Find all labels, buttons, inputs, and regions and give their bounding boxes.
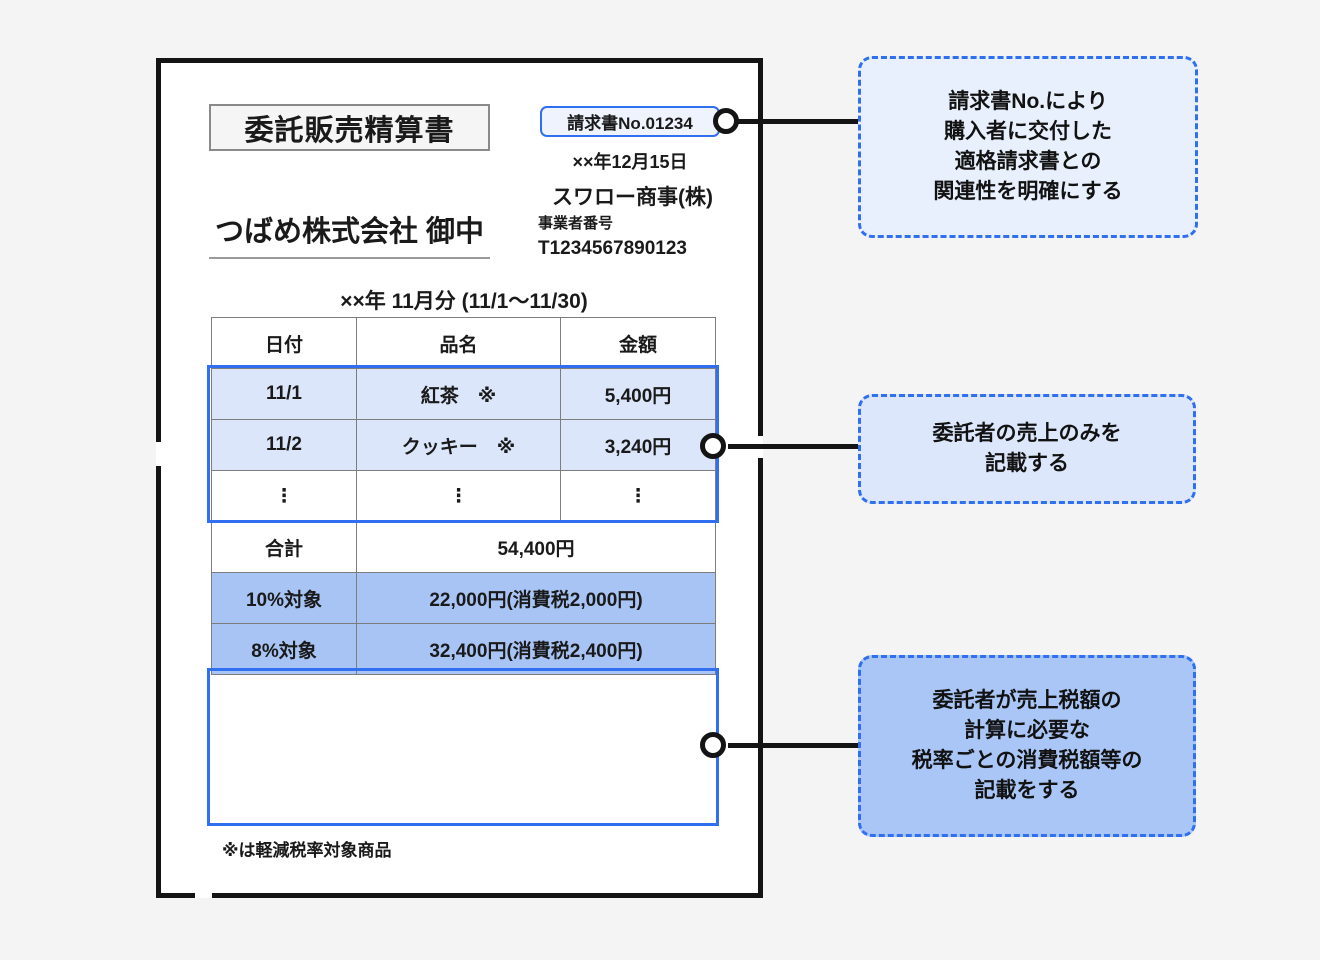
document-frame-bottom-edge-left [156, 893, 195, 898]
column-header-amount: 金額 [560, 317, 716, 369]
document-frame-right-edge-lower [758, 458, 763, 898]
column-header-date: 日付 [211, 317, 357, 369]
issue-date: ××年12月15日 [572, 152, 688, 172]
callout-text: 請求書No.により 購入者に交付した 適格請求書との 関連性を明確にする [933, 90, 1123, 203]
table-header-row: 日付 品名 金額 [211, 317, 716, 369]
connector-dot-tax-rows [700, 732, 726, 758]
document-frame-bottom-edge-right [212, 893, 763, 898]
callout-sales-only-note: 委託者の売上のみを 記載する [858, 394, 1196, 504]
total-label: 合計 [211, 521, 357, 573]
table-row: 11/2 クッキー ※ 3,240円 [211, 419, 716, 471]
connector-line-tax-rows [728, 743, 858, 748]
cell-item: 紅茶 ※ [356, 368, 561, 420]
tax-amount: 22,000円(消費税2,000円) [356, 572, 716, 624]
tax-rate-label: 8%対象 [211, 623, 357, 675]
document-title: 委託販売精算書 [244, 114, 455, 147]
column-header-item: 品名 [356, 317, 561, 369]
document-title-box: 委託販売精算書 [209, 104, 490, 151]
cell-amount: 5,400円 [560, 368, 716, 420]
connector-line-invoice-number [728, 119, 858, 124]
table-row-total: 合計 54,400円 [211, 521, 716, 573]
table-row: 11/1 紅茶 ※ 5,400円 [211, 368, 716, 420]
tax-rate-label: 10%対象 [211, 572, 357, 624]
connector-dot-invoice-number [713, 108, 739, 134]
cell-date: 11/2 [211, 419, 357, 471]
connector-line-item-rows [728, 444, 858, 449]
billing-period: ××年 11月分 (11/1〜11/30) [340, 290, 588, 313]
ellipsis-item: ⋮ [356, 470, 561, 522]
document-frame-top-edge [156, 58, 763, 63]
table-row-tax: 10%対象 22,000円(消費税2,000円) [211, 572, 716, 624]
ellipsis-amount: ⋮ [560, 470, 716, 522]
total-amount: 54,400円 [356, 521, 716, 573]
ellipsis-date: ⋮ [211, 470, 357, 522]
document-frame-left-edge-lower [156, 466, 161, 898]
callout-text: 委託者の売上のみを 記載する [932, 422, 1122, 475]
document-frame-left-edge-upper [156, 58, 161, 442]
registration-number: T1234567890123 [538, 237, 687, 259]
cell-date: 11/1 [211, 368, 357, 420]
registration-label: 事業者番号 [538, 215, 614, 232]
reduced-tax-footnote: ※は軽減税率対象商品 [222, 841, 392, 860]
callout-invoice-number-note: 請求書No.により 購入者に交付した 適格請求書との 関連性を明確にする [858, 56, 1198, 238]
issuer-name: スワロー商事(株) [552, 186, 713, 209]
callout-tax-breakdown-note: 委託者が売上税額の 計算に必要な 税率ごとの消費税額等の 記載をする [858, 655, 1196, 837]
cell-item: クッキー ※ [356, 419, 561, 471]
callout-text: 委託者が売上税額の 計算に必要な 税率ごとの消費税額等の 記載をする [911, 689, 1143, 802]
connector-dot-item-rows [700, 433, 726, 459]
sales-ledger-table: 日付 品名 金額 11/1 紅茶 ※ 5,400円 11/2 クッキー ※ 3,… [211, 317, 716, 675]
invoice-number-badge: 請求書No.01234 [540, 106, 720, 137]
table-row-tax: 8%対象 32,400円(消費税2,400円) [211, 623, 716, 675]
tax-amount: 32,400円(消費税2,400円) [356, 623, 716, 675]
table-row-ellipsis: ⋮ ⋮ ⋮ [211, 470, 716, 522]
cell-amount: 3,240円 [560, 419, 716, 471]
issuer-registration: 事業者番号 T1234567890123 [538, 213, 687, 262]
recipient-name: つばめ株式会社 御中 [209, 208, 490, 259]
document-frame-right-edge-upper [758, 58, 763, 436]
